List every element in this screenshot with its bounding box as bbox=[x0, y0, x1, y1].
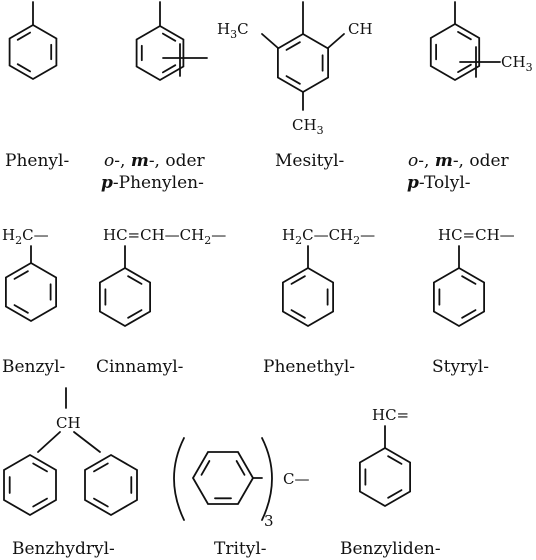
ring-double-bond bbox=[387, 489, 403, 499]
ring-double-bond bbox=[457, 63, 472, 73]
ring-double-bond bbox=[127, 275, 143, 285]
ring-hexagon bbox=[358, 446, 412, 508]
mesityl-label: Mesityl- bbox=[275, 151, 344, 171]
ring-hexagon bbox=[281, 266, 335, 328]
ring-double-bond bbox=[16, 31, 32, 41]
ch3-top-group: CH bbox=[348, 20, 373, 38]
benzene-ring bbox=[358, 446, 412, 508]
benzhydryl-ch: CH bbox=[56, 414, 81, 432]
benzene-ring bbox=[135, 24, 185, 82]
ring-double-bond bbox=[32, 497, 48, 508]
ch3-bottom-group: CH3 bbox=[292, 116, 324, 137]
tolyl-label-line1: o-, m-, oder bbox=[408, 151, 510, 171]
phenethyl-chain: H2C—CH2— bbox=[282, 226, 375, 247]
ring-double-bond bbox=[457, 30, 472, 41]
benzyl-label: Benzyl- bbox=[2, 357, 65, 377]
ring-double-bond bbox=[461, 309, 477, 319]
tolyl-structure: CH3 o-, m-, oder p-Tolyl- bbox=[407, 1, 533, 193]
trityl-subscript: 3 bbox=[264, 512, 274, 530]
benzyliden-hc: HC= bbox=[372, 406, 409, 424]
benzyliden-structure: HC= Benzyliden- bbox=[340, 406, 441, 559]
ring-double-bond bbox=[387, 455, 403, 465]
trityl-c: C— bbox=[283, 470, 309, 488]
trityl-label: Trityl- bbox=[214, 539, 267, 559]
cinnamyl-chain: HC=CH—CH2— bbox=[103, 226, 226, 247]
ring-double-bond bbox=[461, 275, 477, 285]
cinnamyl-structure: HC=CH—CH2— Cinnamyl- bbox=[96, 226, 226, 377]
ring-hexagon bbox=[99, 266, 152, 328]
benzene-ring bbox=[191, 451, 255, 505]
ring-double-bond bbox=[127, 309, 143, 319]
bond bbox=[327, 33, 345, 49]
ring-double-bond bbox=[93, 497, 109, 508]
h3c-group: H3C bbox=[217, 20, 249, 41]
ring-hexagon bbox=[3, 453, 57, 517]
styryl-chain: HC=CH— bbox=[438, 226, 515, 244]
benzyliden-label: Benzyliden- bbox=[340, 539, 441, 559]
right-parenthesis bbox=[261, 437, 273, 521]
trityl-structure: 3 C— Trityl- bbox=[173, 437, 309, 559]
bond bbox=[73, 431, 101, 453]
tolyl-label-line2: p-Tolyl- bbox=[407, 173, 471, 193]
benzene-ring bbox=[281, 266, 335, 328]
styryl-structure: HC=CH— Styryl- bbox=[432, 226, 515, 377]
ring-double-bond bbox=[16, 63, 32, 73]
benzene-ring bbox=[429, 22, 481, 82]
ring-hexagon bbox=[5, 261, 57, 323]
ring-hexagon bbox=[8, 23, 58, 81]
phenylen-label-line2: p-Phenylen- bbox=[101, 173, 204, 193]
phenylen-label-line1: o-, m-, oder bbox=[104, 151, 206, 171]
ring-double-bond bbox=[32, 462, 48, 473]
benzyl-chain: H2C— bbox=[2, 226, 49, 247]
ring-double-bond bbox=[235, 460, 246, 476]
benzene-ring bbox=[3, 453, 57, 517]
phenylen-structure: o-, m-, oder p-Phenylen- bbox=[101, 1, 208, 193]
ring-hexagon bbox=[432, 266, 486, 328]
ring-double-bond bbox=[93, 462, 109, 473]
ring-double-bond bbox=[161, 32, 177, 42]
cinnamyl-label: Cinnamyl- bbox=[96, 357, 183, 377]
ring-double-bond bbox=[285, 41, 301, 51]
benzene-ring bbox=[432, 266, 486, 328]
benzene-ring bbox=[84, 453, 138, 517]
ring-double-bond bbox=[13, 304, 29, 314]
mesityl-structure: H3C CH CH3 Mesityl- bbox=[217, 1, 373, 171]
ring-hexagon bbox=[84, 453, 138, 517]
styryl-label: Styryl- bbox=[432, 357, 489, 377]
benzene-ring bbox=[99, 266, 152, 328]
ring-double-bond bbox=[161, 64, 177, 74]
tolyl-ch3-group: CH3 bbox=[501, 53, 533, 74]
benzhydryl-label: Benzhydryl- bbox=[12, 539, 115, 559]
bond bbox=[37, 431, 61, 453]
ring-double-bond bbox=[290, 275, 306, 285]
benzene-ring bbox=[8, 23, 58, 81]
phenyl-label: Phenyl- bbox=[5, 151, 69, 171]
benzene-ring bbox=[276, 32, 330, 94]
ring-hexagon bbox=[135, 24, 185, 82]
ring-hexagon bbox=[276, 32, 330, 94]
benzhydryl-structure: CH Benzhydryl- bbox=[3, 387, 138, 559]
ring-hexagon bbox=[191, 451, 255, 505]
ring-hexagon bbox=[429, 22, 481, 82]
ring-double-bond bbox=[285, 75, 301, 85]
left-parenthesis bbox=[173, 437, 185, 521]
ring-double-bond bbox=[200, 460, 211, 476]
benzyl-structure: H2C— Benzyl- bbox=[2, 226, 65, 377]
phenyl-structure: Phenyl- bbox=[5, 1, 69, 171]
benzene-ring bbox=[5, 261, 57, 323]
phenethyl-label: Phenethyl- bbox=[263, 357, 355, 377]
ring-double-bond bbox=[13, 270, 29, 280]
bond bbox=[261, 33, 279, 49]
phenethyl-structure: H2C—CH2— Phenethyl- bbox=[263, 226, 375, 377]
ring-double-bond bbox=[290, 309, 306, 319]
